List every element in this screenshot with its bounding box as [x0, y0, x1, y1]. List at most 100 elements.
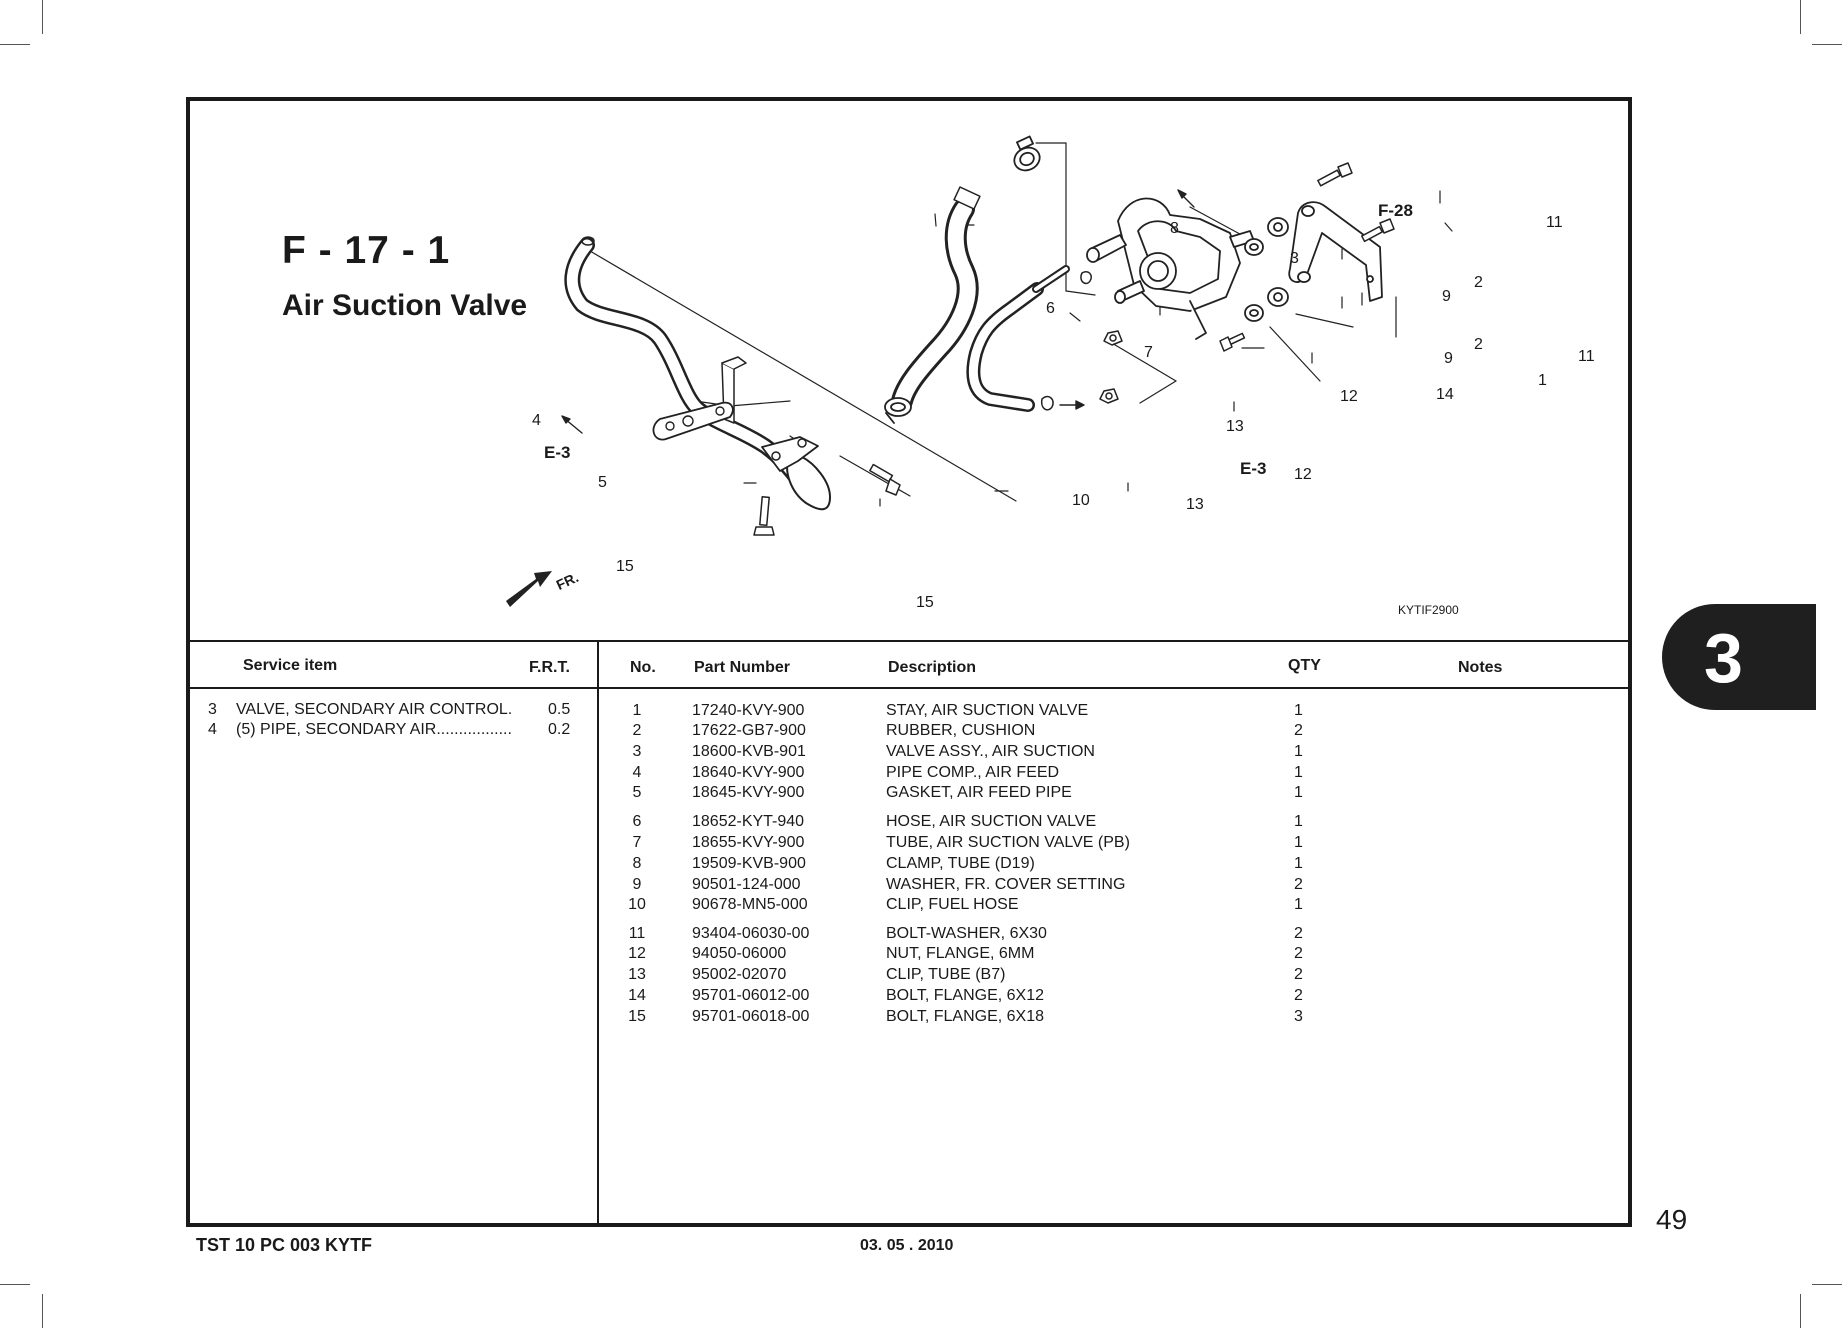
part-row: 10 90678-MN5-000 CLIP, FUEL HOSE 1 — [624, 895, 1324, 915]
callout-10: 10 — [1072, 492, 1090, 509]
part-description: VALVE ASSY., AIR SUCTION — [886, 743, 1095, 760]
header-part-number: Part Number — [694, 659, 791, 676]
part-row: 12 94050-06000 NUT, FLANGE, 6MM 2 — [624, 944, 1324, 964]
page-frame: F - 17 - 1 Air Suction Valve — [186, 97, 1632, 1227]
fr-arrow — [506, 571, 552, 607]
callout-14: 14 — [1436, 386, 1454, 403]
part-no: 3 — [632, 743, 642, 760]
part-description: CLIP, TUBE (B7) — [886, 966, 1006, 983]
footer-doc-code: TST 10 PC 003 KYTF — [196, 1235, 373, 1255]
part-qty: 1 — [1294, 702, 1303, 719]
service-row-num: 3 — [208, 701, 217, 718]
header-qty: QTY — [1288, 657, 1321, 674]
service-row-frt: 0.5 — [548, 701, 571, 718]
rubber-2 — [1267, 217, 1289, 307]
part-qty: 1 — [1294, 855, 1303, 872]
table-top-rule — [190, 640, 1628, 642]
crop-mark — [0, 1284, 30, 1285]
part-number: 18645-KVY-900 — [692, 784, 805, 801]
part-number: 18652-KYT-940 — [692, 813, 805, 830]
part-description: TUBE, AIR SUCTION VALVE (PB) — [886, 834, 1130, 851]
part-row: 5 18645-KVY-900 GASKET, AIR FEED PIPE 1 — [624, 783, 1324, 803]
part-description: BOLT-WASHER, 6X30 — [886, 925, 1047, 942]
ref-label-f28: F-28 — [1378, 201, 1413, 220]
ref-label-e3: E-3 — [544, 443, 571, 462]
part-description: HOSE, AIR SUCTION VALVE — [886, 813, 1097, 830]
crop-mark — [0, 44, 30, 45]
callout-1: 1 — [1538, 372, 1547, 389]
header-description: Description — [888, 659, 977, 676]
part-no: 4 — [632, 764, 642, 781]
part-row: 11 93404-06030-00 BOLT-WASHER, 6X30 2 — [624, 924, 1324, 944]
header-service-item: Service item — [243, 657, 338, 674]
part-no: 6 — [632, 813, 642, 830]
part-qty: 2 — [1294, 945, 1303, 962]
part-row: 13 95002-02070 CLIP, TUBE (B7) 2 — [624, 965, 1324, 985]
clamp-8 — [1013, 135, 1041, 172]
part-row: 6 18652-KYT-940 HOSE, AIR SUCTION VALVE … — [624, 812, 1324, 832]
part-qty: 2 — [1294, 987, 1303, 1004]
nut-12 — [1099, 330, 1123, 404]
part-no: 11 — [628, 925, 646, 942]
figure-title: Air Suction Valve — [282, 289, 528, 322]
part-qty: 1 — [1294, 743, 1303, 760]
part-row: 3 18600-KVB-901 VALVE ASSY., AIR SUCTION… — [624, 742, 1324, 762]
clip-10 — [884, 397, 912, 424]
part-row: 8 19509-KVB-900 CLAMP, TUBE (D19) 1 — [624, 854, 1324, 874]
part-number: 18600-KVB-901 — [692, 743, 806, 760]
part-no: 8 — [632, 855, 642, 872]
service-row-frt: 0.2 — [548, 721, 571, 738]
crop-mark — [1812, 44, 1842, 45]
part-no: 5 — [632, 784, 642, 801]
part-description: WASHER, FR. COVER SETTING — [886, 876, 1126, 893]
part-number: 95701-06012-00 — [692, 987, 810, 1004]
washer-9 — [1244, 238, 1264, 322]
part-description: BOLT, FLANGE, 6X18 — [886, 1008, 1044, 1025]
crop-mark — [1800, 0, 1801, 34]
callout-6: 6 — [1046, 300, 1055, 317]
callout-5: 5 — [598, 474, 607, 491]
footer-date: 03. 05 . 2010 — [860, 1237, 954, 1254]
clip-13 — [1040, 395, 1054, 411]
callout-4: 4 — [532, 412, 541, 429]
parts-illustration — [506, 135, 1453, 607]
callout-12: 12 — [1294, 466, 1312, 483]
callout-11: 11 — [1578, 348, 1595, 365]
part-no: 1 — [632, 702, 642, 719]
crop-mark — [1800, 1294, 1801, 1328]
header-notes: Notes — [1458, 659, 1503, 676]
crop-mark — [42, 1294, 43, 1328]
part-no: 9 — [632, 876, 642, 893]
clip-13 — [1080, 270, 1093, 285]
figure-code: F - 17 - 1 — [282, 229, 451, 272]
callout-11: 11 — [1546, 214, 1563, 231]
part-no: 14 — [628, 987, 646, 1004]
callout-8: 8 — [1170, 220, 1179, 237]
part-qty: 1 — [1294, 784, 1303, 801]
callout-2: 2 — [1474, 274, 1483, 291]
header-frt: F.R.T. — [529, 659, 570, 676]
part-number: 90678-MN5-000 — [692, 896, 808, 913]
callout-15: 15 — [616, 558, 634, 575]
part-row: 15 95701-06018-00 BOLT, FLANGE, 6X18 3 — [624, 1007, 1324, 1027]
crop-mark — [1812, 1284, 1842, 1285]
part-description: CLIP, FUEL HOSE — [886, 896, 1019, 913]
part-row: 7 18655-KVY-900 TUBE, AIR SUCTION VALVE … — [624, 833, 1324, 853]
part-description: STAY, AIR SUCTION VALVE — [886, 702, 1089, 719]
page-number: 49 — [1656, 1204, 1688, 1235]
part-qty: 2 — [1294, 876, 1303, 893]
part-row: 2 17622-GB7-900 RUBBER, CUSHION 2 — [624, 721, 1324, 741]
valve-assy-3 — [1086, 197, 1255, 340]
reference-arrows — [561, 189, 1195, 434]
part-description: BOLT, FLANGE, 6X12 — [886, 987, 1044, 1004]
part-description: NUT, FLANGE, 6MM — [886, 945, 1035, 962]
tube-7 — [966, 282, 1044, 412]
bolt-14 — [1219, 332, 1246, 352]
part-row: 4 18640-KVY-900 PIPE COMP., AIR FEED 1 — [624, 763, 1324, 783]
service-row-num: 4 — [208, 721, 217, 738]
part-qty: 1 — [1294, 834, 1303, 851]
part-no: 13 — [628, 966, 646, 983]
stay-1 — [1288, 201, 1383, 302]
callout-13: 13 — [1186, 496, 1204, 513]
part-no: 2 — [632, 722, 642, 739]
